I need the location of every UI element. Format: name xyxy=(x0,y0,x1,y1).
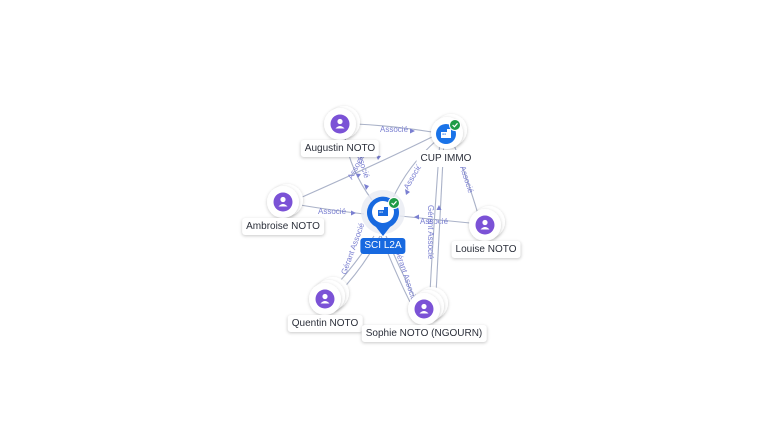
arrow-icon xyxy=(405,189,410,195)
edge-label: Associé xyxy=(458,165,475,195)
edge-ambroise-sci-l2a xyxy=(299,204,365,215)
edge-louise-cup-immo xyxy=(451,139,479,215)
verified-icon xyxy=(449,119,461,131)
person-icon xyxy=(419,303,429,314)
person-icon xyxy=(320,293,330,304)
person-icon xyxy=(480,219,490,230)
arrow-icon xyxy=(414,214,419,220)
arrow-icon xyxy=(364,184,369,190)
node-label-ambroise[interactable]: Ambroise NOTO xyxy=(242,218,324,235)
node-label-louise[interactable]: Louise NOTO xyxy=(451,241,521,258)
nodes xyxy=(267,106,505,325)
verified-icon xyxy=(388,197,400,209)
node-louise[interactable] xyxy=(469,206,505,241)
arrow-icon xyxy=(410,128,415,134)
arrow-icon xyxy=(356,173,361,178)
node-label-augustin[interactable]: Augustin NOTO xyxy=(300,140,380,157)
node-label-sophie[interactable]: Sophie NOTO (NGOURN) xyxy=(361,325,487,342)
edge-cup-immo-sci-l2a xyxy=(391,139,438,201)
edge-label: Associé xyxy=(380,125,409,134)
arrow-icon xyxy=(436,205,442,210)
edge-augustin-cup-immo xyxy=(355,123,433,133)
building-icon xyxy=(378,207,388,216)
person-icon xyxy=(335,118,345,129)
node-label-cup-immo[interactable]: CUP IMMO xyxy=(416,150,476,167)
edge-label: Gérant Associé xyxy=(426,205,435,260)
node-label-quentin[interactable]: Quentin NOTO xyxy=(287,315,363,332)
arrow-icon xyxy=(351,210,356,216)
node-sci-l2a[interactable] xyxy=(361,190,405,236)
edge-louise-sci-l2a xyxy=(399,215,471,224)
node-quentin[interactable] xyxy=(309,277,349,315)
node-ambroise[interactable] xyxy=(267,184,303,218)
person-icon xyxy=(278,196,288,207)
edge-ambroise-cup-immo xyxy=(299,136,433,199)
arrow-icon xyxy=(376,155,381,160)
edge-label: Associé xyxy=(318,207,347,216)
node-cup-immo[interactable] xyxy=(431,114,467,149)
node-sophie[interactable] xyxy=(408,287,448,325)
building-icon xyxy=(441,129,451,138)
node-augustin[interactable] xyxy=(324,106,360,140)
node-label-sci-l2a[interactable]: SCI L2A xyxy=(360,238,406,254)
